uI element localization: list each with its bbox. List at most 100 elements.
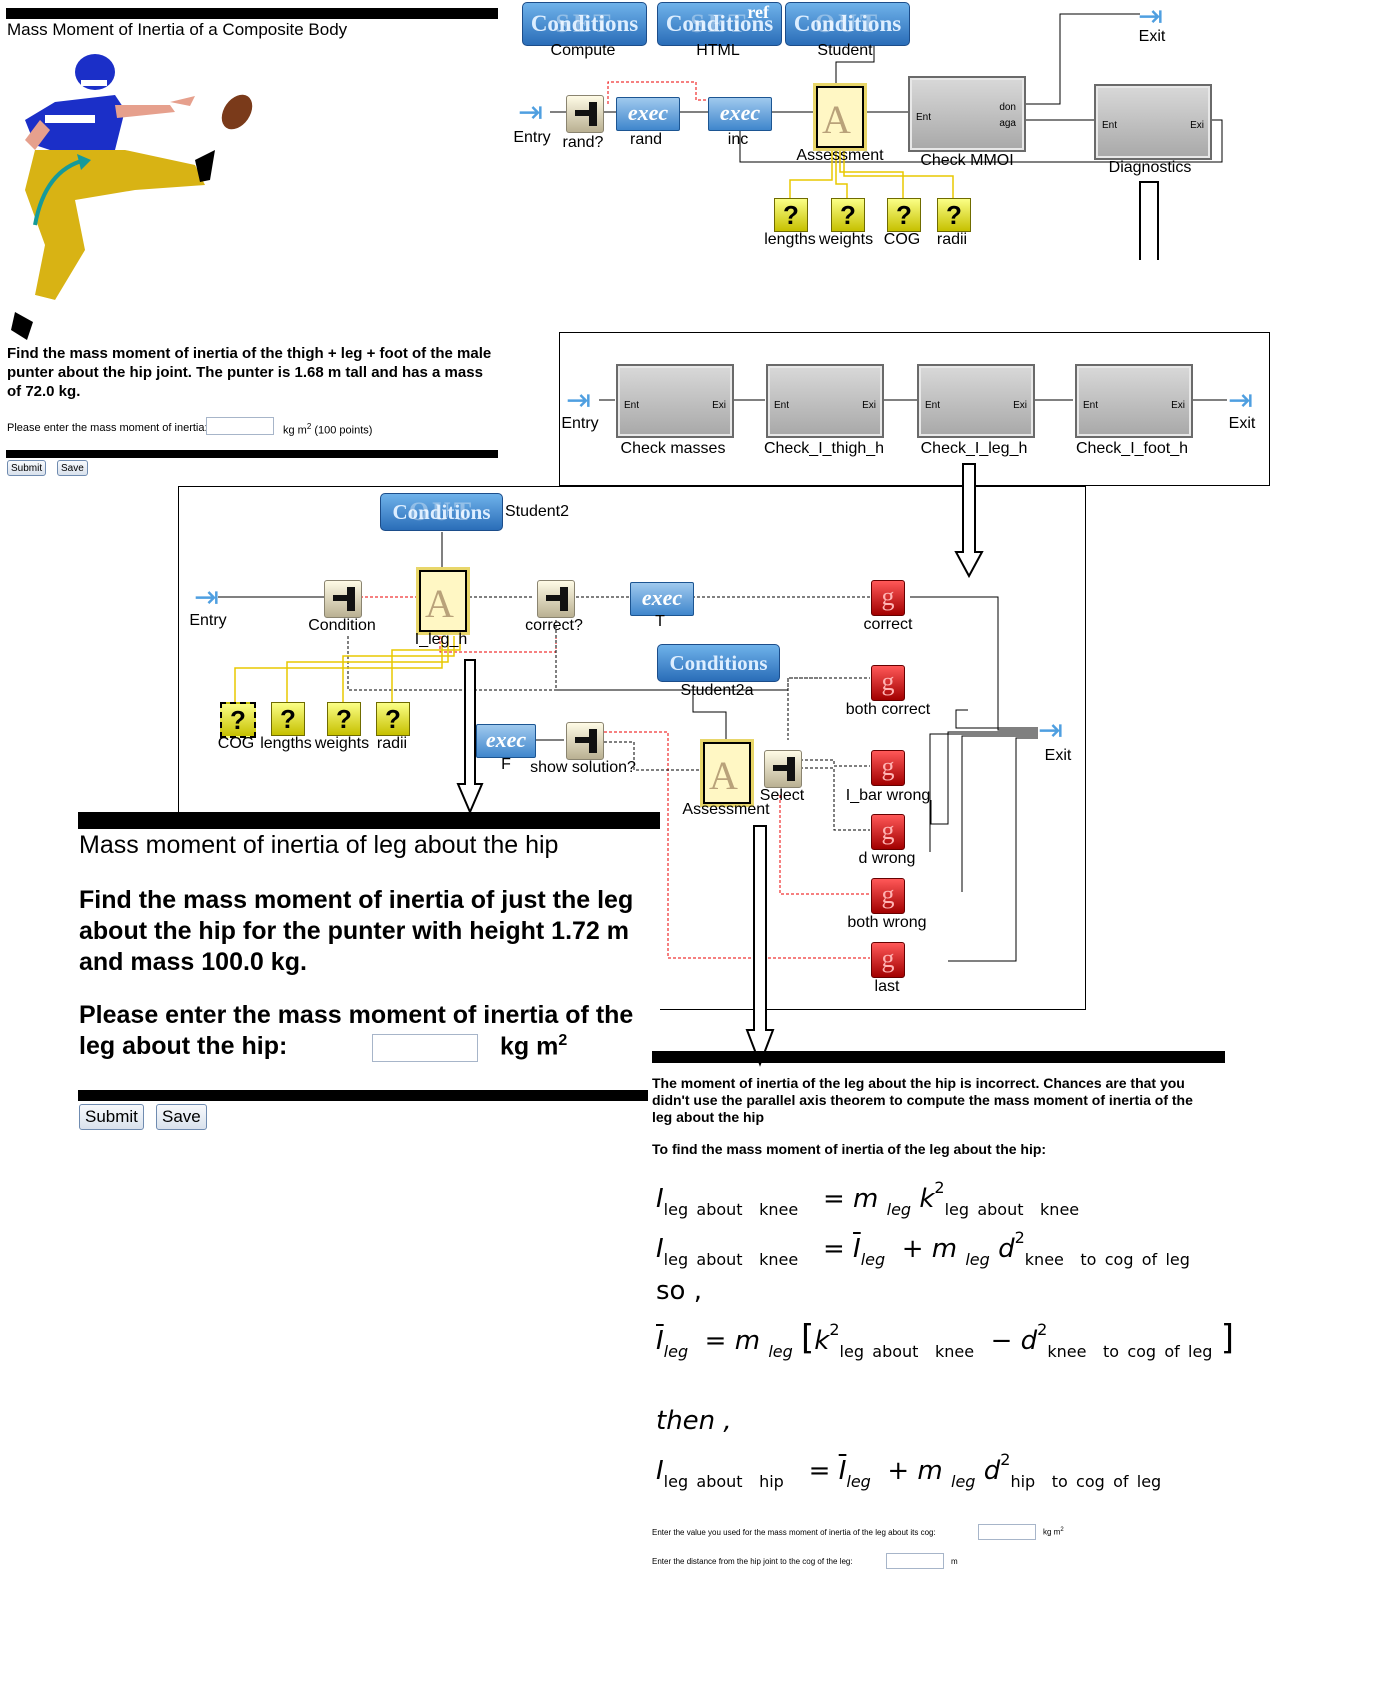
problem-statement: Find the mass moment of inertia of the t… (7, 344, 497, 401)
distance-prompt: Enter the distance from the hip joint to… (652, 1557, 853, 1566)
both-wrong-icon[interactable]: g (871, 878, 905, 914)
weights-question-icon[interactable]: ? (831, 198, 865, 232)
set-html-label: HTML (690, 42, 746, 60)
lengths-question-icon-2[interactable]: ? (271, 702, 305, 736)
leg-submit-button[interactable]: Submit (79, 1104, 144, 1130)
leg-save-button[interactable]: Save (156, 1104, 207, 1130)
leg-form-divider-top (78, 812, 660, 829)
rand-condition-icon[interactable] (566, 95, 604, 133)
out-student-label: Student (810, 42, 880, 60)
weights-question-icon-2[interactable]: ? (327, 702, 361, 736)
both-correct-label: both correct (842, 701, 934, 719)
exec-inc-icon[interactable]: exec (708, 97, 772, 131)
distance-input[interactable] (886, 1553, 944, 1569)
leg-form-divider-bottom (78, 1090, 648, 1101)
correct-condition-icon[interactable] (537, 580, 575, 618)
correct-result-label: correct (858, 616, 918, 634)
weights-label-2: weights (314, 735, 370, 753)
distance-units: m (951, 1557, 958, 1566)
then-label: then , (656, 1406, 732, 1436)
select-condition-icon[interactable] (764, 750, 802, 788)
set-compute-label: Compute (540, 42, 626, 60)
correct-result-icon[interactable]: g (871, 580, 905, 616)
exec-f-icon[interactable]: exec (476, 724, 536, 758)
flow1-entry-label: Entry (508, 129, 556, 147)
entry-arrow-icon[interactable]: ⇥ (518, 98, 543, 128)
equation-3: Ileg = m leg [k2leg about knee − d2knee … (656, 1318, 1234, 1361)
check-mmoi-box[interactable]: Ent don aga (908, 76, 1026, 152)
exec-t-icon[interactable]: exec (630, 582, 694, 616)
ibar-wrong-icon[interactable]: g (871, 750, 905, 786)
diagnostics-label: Diagnostics (1100, 159, 1200, 177)
radii-label: radii (932, 231, 972, 249)
check-mmoi-label: Check MMOI (912, 152, 1022, 170)
out-student2-label: Student2 (504, 503, 570, 521)
cog-question-icon[interactable]: ? (887, 198, 921, 232)
flow1-exit-label: Exit (1132, 28, 1172, 46)
flow3-exit-icon[interactable]: ⇥ (1038, 716, 1063, 746)
radii-label-2: radii (372, 735, 412, 753)
last-label: last (862, 978, 912, 996)
assessment-icon[interactable]: A (816, 86, 864, 148)
save-button[interactable]: Save (57, 460, 88, 476)
d-wrong-label: d wrong (852, 850, 922, 868)
cog-label: COG (880, 231, 924, 249)
punter-illustration (5, 50, 265, 345)
ibar-wrong-label: I_bar wrong (838, 787, 938, 805)
weights-label: weights (818, 231, 874, 249)
last-icon[interactable]: g (871, 942, 905, 978)
cog-question-icon-2[interactable]: ? (220, 702, 256, 738)
lengths-label-2: lengths (258, 735, 314, 753)
so-label: so , (656, 1276, 702, 1306)
cog-moi-input[interactable] (978, 1524, 1036, 1540)
moi-prompt: Please enter the mass moment of inertia: (7, 422, 208, 434)
solution-message: The moment of inertia of the leg about t… (652, 1075, 1212, 1126)
exec-rand-icon[interactable]: exec (616, 97, 680, 131)
conditions-student2a-icon[interactable]: Conditions (657, 644, 780, 682)
leg-moi-input[interactable] (372, 1034, 478, 1062)
page-title: Mass Moment of Inertia of a Composite Bo… (7, 20, 347, 40)
show-solution-condition-icon[interactable] (566, 722, 604, 760)
cog-label-2: COG (214, 735, 258, 753)
flow3-entry-icon[interactable]: ⇥ (194, 583, 219, 613)
top-divider (6, 8, 498, 19)
both-wrong-label: both wrong (842, 914, 932, 932)
conditions-student2a-label: Student2a (676, 682, 758, 700)
leg-moi-units: kg m2 (500, 1032, 567, 1061)
exec-f-label: F (496, 756, 516, 774)
moi-input[interactable] (206, 417, 274, 435)
d-wrong-icon[interactable]: g (871, 814, 905, 850)
flow3-assessment-icon[interactable]: A (703, 742, 751, 804)
solution-arrow (745, 824, 775, 1068)
show-solution-label: show solution? (528, 759, 638, 777)
both-correct-icon[interactable]: g (871, 665, 905, 701)
ileg-assessment-icon[interactable]: A (419, 570, 467, 632)
equation-4: Ileg about hip = Ileg + m leg d2hip to c… (656, 1450, 1161, 1491)
assessment-label: Assessment (790, 147, 890, 165)
flow2-entry-icon[interactable]: ⇥ (566, 386, 591, 416)
ileg-label: I_leg_h (410, 631, 472, 649)
flow2-entry-label: Entry (558, 415, 602, 433)
radii-question-icon-2[interactable]: ? (376, 702, 410, 736)
flow3-entry-label: Entry (186, 612, 230, 630)
leg-form-problem: Find the mass moment of inertia of just … (79, 885, 649, 978)
lengths-question-icon[interactable]: ? (774, 198, 808, 232)
condition-label: Condition (302, 617, 382, 635)
correct-condition-label: correct? (520, 617, 588, 635)
flow2-exit-icon[interactable]: ⇥ (1228, 386, 1253, 416)
equation-1: Ileg about knee = m leg k2leg about knee (656, 1178, 1079, 1219)
radii-question-icon[interactable]: ? (937, 198, 971, 232)
submit-button[interactable]: Submit (7, 460, 46, 476)
equation-2: Ileg about knee = Ileg + m leg d2knee to… (656, 1228, 1190, 1269)
cog-moi-units: kg m2 (1043, 1527, 1064, 1537)
condition-icon[interactable] (324, 580, 362, 618)
